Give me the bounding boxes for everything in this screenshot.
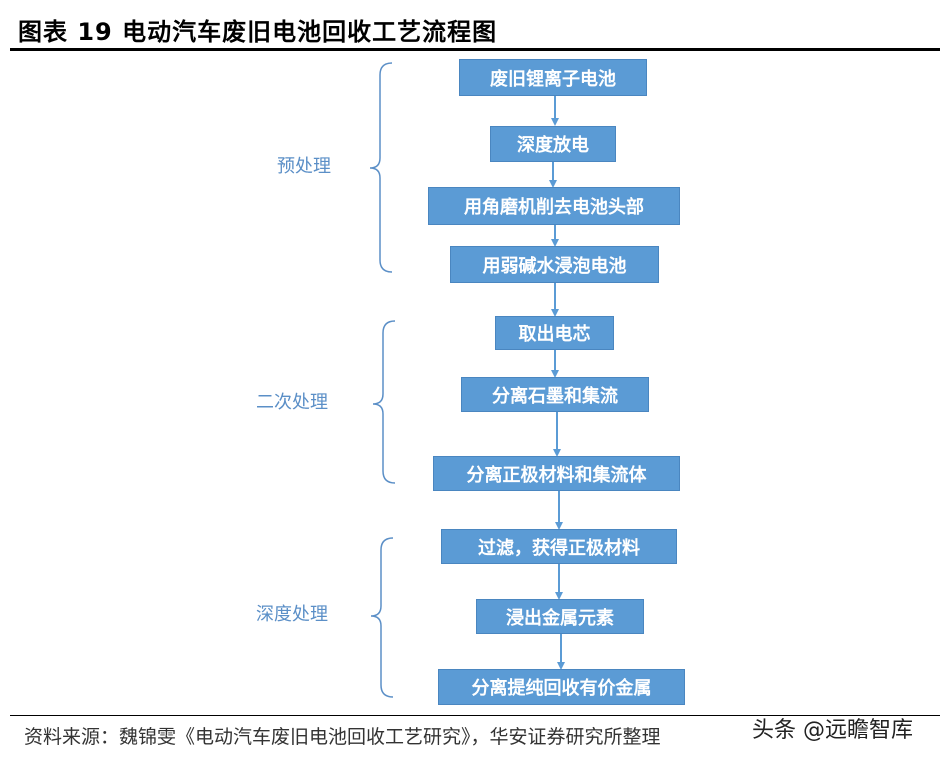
figure-title: 图表 19 电动汽车废旧电池回收工艺流程图 bbox=[18, 18, 498, 46]
step-waste-battery: 废旧锂离子电池 bbox=[459, 59, 647, 96]
step-extract-cell: 取出电芯 bbox=[495, 316, 614, 350]
stage-label-preprocess: 预处理 bbox=[277, 156, 331, 177]
step-separate-graphite: 分离石墨和集流 bbox=[461, 377, 649, 412]
title-divider bbox=[10, 48, 940, 51]
watermark: 头条 @远瞻智库 bbox=[752, 718, 913, 743]
source-note: 资料来源：魏锦雯《电动汽车废旧电池回收工艺研究》，华安证券研究所整理 bbox=[24, 726, 661, 748]
stage-bracket-preprocess bbox=[369, 62, 393, 273]
step-filter-cathode: 过滤，获得正极材料 bbox=[441, 529, 677, 564]
step-separate-cathode: 分离正极材料和集流体 bbox=[433, 456, 680, 491]
stage-label-secondary: 二次处理 bbox=[256, 392, 328, 413]
stage-bracket-deep bbox=[370, 537, 394, 698]
step-purify-recover: 分离提纯回收有价金属 bbox=[438, 669, 685, 705]
step-alkaline-soak: 用弱碱水浸泡电池 bbox=[450, 246, 659, 283]
stage-label-deep: 深度处理 bbox=[256, 604, 328, 625]
step-cut-battery-head: 用角磨机削去电池头部 bbox=[428, 187, 680, 225]
footer-divider bbox=[10, 715, 940, 716]
step-leach-metals: 浸出金属元素 bbox=[476, 599, 644, 634]
stage-bracket-secondary bbox=[372, 320, 396, 484]
step-deep-discharge: 深度放电 bbox=[490, 126, 616, 162]
